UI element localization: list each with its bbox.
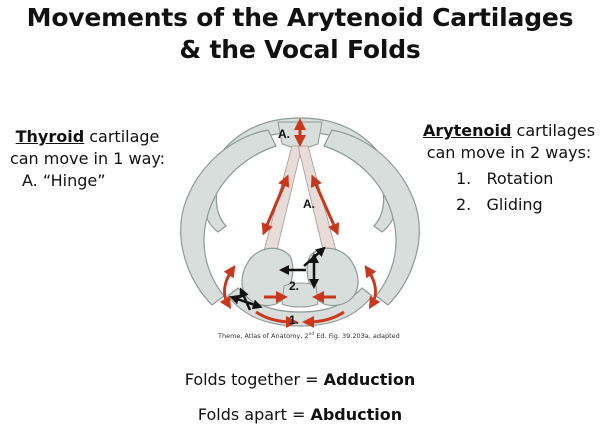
thyroid-term-rest: cartilage bbox=[84, 127, 160, 146]
label-two: 2. bbox=[289, 279, 299, 293]
thyroid-term: Thyroid bbox=[15, 127, 85, 146]
thyroid-lamina-right bbox=[323, 129, 420, 306]
abduction-term: Abduction bbox=[310, 405, 403, 424]
caption-text-2: Ed. Fig. 39.203a, adapted bbox=[314, 332, 400, 341]
red-arrows bbox=[219, 118, 381, 328]
rotation-arrow-bottom-right bbox=[302, 310, 345, 328]
arytenoid-term-rest: cartilages bbox=[511, 121, 596, 140]
caption-sup: nd bbox=[308, 332, 315, 337]
thyroid-note: Thyroid cartilage can move in 1 way: A. … bbox=[0, 126, 175, 192]
thyroid-heading: Thyroid cartilage bbox=[0, 126, 175, 148]
thyroid-line-2: can move in 1 way: bbox=[9, 149, 166, 168]
hinge-arrow-right-fold bbox=[310, 174, 340, 236]
arytenoid-item-gliding: 2. Gliding bbox=[456, 195, 543, 214]
arytenoid-note: Arytenoid cartilages can move in 2 ways:… bbox=[418, 120, 600, 216]
abduction-prefix: Folds apart = bbox=[197, 405, 311, 424]
arytenoid-item-rotation: 1. Rotation bbox=[456, 169, 554, 188]
title-line-2: & the Vocal Folds bbox=[179, 35, 421, 64]
adduction-line: Folds together = Adduction bbox=[0, 370, 600, 389]
arytenoid-line-2: can move in 2 ways: bbox=[426, 143, 592, 162]
thyroid-item-hinge: A. “Hinge” bbox=[22, 171, 106, 190]
cricoid-lamina bbox=[281, 282, 319, 308]
label-one: 1. bbox=[289, 313, 299, 327]
vocal-fold-left bbox=[261, 145, 303, 263]
rotation-arrow-vertical bbox=[239, 287, 252, 311]
thyroid-lamina-left bbox=[180, 129, 277, 306]
gliding-arrow-diagonal bbox=[303, 246, 326, 267]
abduction-line: Folds apart = Abduction bbox=[0, 405, 600, 424]
label-a-top: A. bbox=[278, 127, 290, 141]
title-line-1: Movements of the Arytenoid Cartilages bbox=[26, 3, 574, 32]
hinge-arrow-left-fold bbox=[261, 174, 290, 236]
diagram-title: Movements of the Arytenoid Cartilages & … bbox=[0, 2, 600, 66]
caption-text-1: Theme, Atlas of Anatomy, 2 bbox=[218, 332, 309, 341]
rotation-arrow-right-outer bbox=[364, 265, 381, 310]
adduction-term: Adduction bbox=[323, 370, 416, 389]
black-arrows bbox=[229, 246, 326, 311]
arytenoid-heading: Arytenoid cartilages bbox=[418, 120, 600, 142]
adduction-prefix: Folds together = bbox=[184, 370, 324, 389]
rotation-arrow-left-outer bbox=[219, 265, 236, 310]
figure-caption: Theme, Atlas of Anatomy, 2nd Ed. Fig. 39… bbox=[218, 332, 400, 340]
rotation-arrow-bottom-left bbox=[255, 310, 298, 328]
label-a-mid: A. bbox=[303, 197, 315, 211]
arytenoid-term: Arytenoid bbox=[422, 121, 512, 140]
